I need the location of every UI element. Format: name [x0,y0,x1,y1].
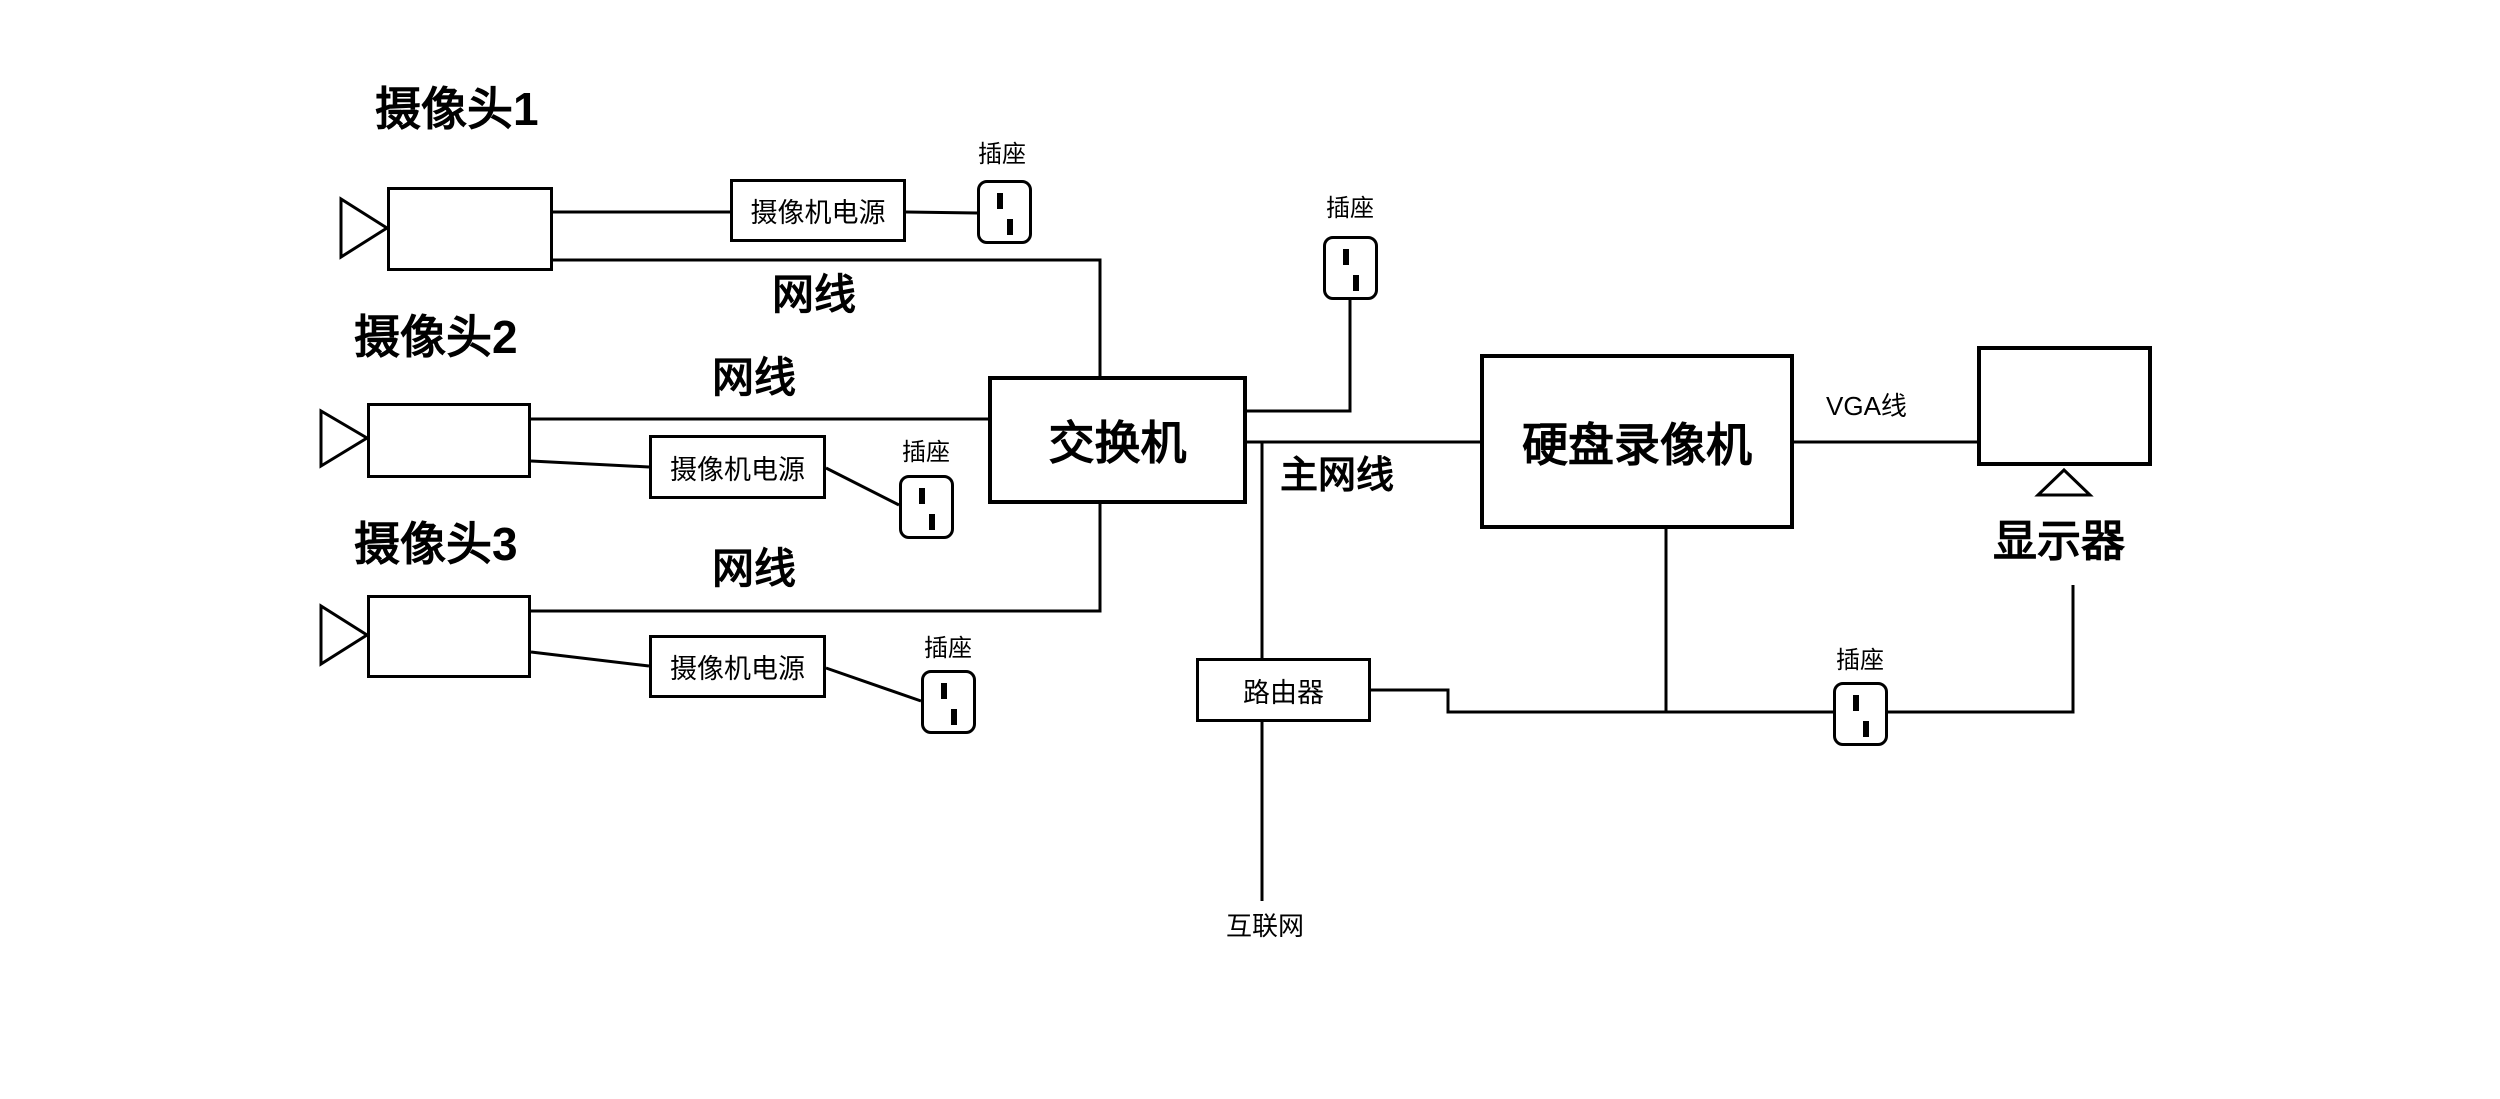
camera1-power-box: 摄像机电源 [730,179,906,242]
dvr-label: 硬盘录像机 [1522,418,1752,471]
camera2-label: 摄像头2 [354,311,518,363]
socket2-label: 插座 [902,439,950,466]
camera1-lens-icon [339,196,390,260]
monitor-screen [1977,346,2152,466]
power1-socket-wire [905,210,978,215]
monitor-power-wire [1888,585,2075,714]
socket-slot [1343,249,1349,265]
internet-label: 互联网 [1226,911,1305,941]
camera3-power-label: 摄像机电源 [670,654,805,684]
socket-slot [997,193,1003,209]
socket1-label: 插座 [978,141,1026,168]
socket-slot [929,514,935,530]
socket-slot [1353,275,1359,291]
socket-slot [919,488,925,504]
router-box: 路由器 [1196,658,1371,722]
socket3-label: 插座 [924,635,972,662]
power2-socket-wire [825,466,900,507]
cam3-net-wire [531,504,1102,613]
camera2-power-label: 摄像机电源 [670,454,805,485]
camera3-power-box: 摄像机电源 [649,635,826,698]
cam3-power-wire [530,650,650,668]
switch-socket-wire [1247,300,1352,413]
socket-slot [951,709,957,725]
camera3-shape [367,595,531,678]
socket4-icon [1323,236,1378,300]
socket5-label: 插座 [1836,647,1884,674]
monitor-stand [2034,467,2094,497]
socket2-icon [899,475,954,539]
net-cable2-label: 网线 [712,354,797,401]
socket-slot [1863,721,1869,737]
vga-cable-label: VGA线 [1826,391,1907,421]
net-cable1-label: 网线 [772,271,857,318]
monitor-label: 显示器 [1993,517,2125,566]
power3-socket-wire [825,666,922,703]
socket-slot [941,683,947,699]
cam1-net-wire [553,258,1102,376]
router-socket-wire [1371,688,1833,714]
switch-box: 交换机 [988,376,1247,504]
socket-slot [1853,695,1859,711]
camera3-label: 摄像头3 [354,518,518,570]
camera1-shape [387,187,553,271]
camera3-lens-icon [319,603,370,667]
switch-label: 交换机 [1048,417,1187,469]
socket-slot [1007,219,1013,235]
dvr-box: 硬盘录像机 [1480,354,1794,529]
main-net-label: 主网线 [1280,455,1395,497]
camera2-lens-icon [319,408,370,469]
camera1-power-label: 摄像机电源 [750,198,886,228]
router-label: 路由器 [1243,677,1324,708]
camera2-power-box: 摄像机电源 [649,435,826,499]
socket3-icon [921,670,976,734]
socket5-icon [1833,682,1888,746]
socket1-icon [977,180,1032,244]
cam2-power-wire [530,459,650,469]
camera2-shape [367,403,531,478]
socket4-label: 插座 [1326,195,1374,222]
camera1-label: 摄像头1 [375,83,539,135]
net-cable3-label: 网线 [712,545,797,592]
